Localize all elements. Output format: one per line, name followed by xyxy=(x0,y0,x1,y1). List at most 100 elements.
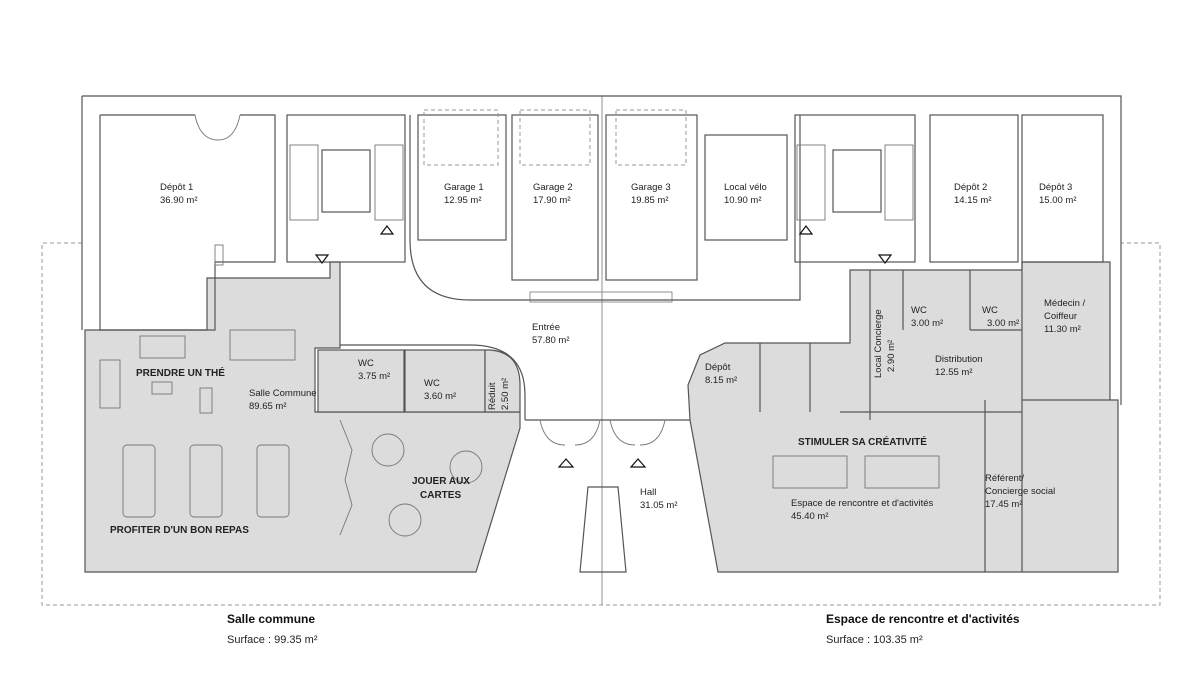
room-area: 15.00 m² xyxy=(1039,195,1077,206)
entrance-marker-icon xyxy=(798,225,814,235)
room-name: Garage 1 xyxy=(444,182,484,193)
room-name: WC xyxy=(982,305,998,316)
salle-commune-area xyxy=(84,261,521,573)
exit-marker-icon xyxy=(877,254,893,264)
wc-room-a xyxy=(317,349,405,413)
room-name: Garage 3 xyxy=(631,182,671,193)
activity-label: PROFITER D'UN BON REPAS xyxy=(110,525,249,536)
room-name: Hall xyxy=(640,487,656,498)
armchair xyxy=(199,387,213,414)
entrance-doors xyxy=(539,419,666,446)
garage1-room xyxy=(417,114,507,241)
work-table xyxy=(772,455,848,489)
wc-room-b xyxy=(404,349,486,413)
activity-label: PRENDRE UN THÉ xyxy=(136,366,225,379)
room-name: WC xyxy=(911,305,927,316)
reduit-room xyxy=(484,349,521,413)
activity-label: JOUER AUX xyxy=(412,476,470,487)
room-area: 89.65 m² xyxy=(249,401,287,412)
stairs-icon xyxy=(289,144,319,221)
dining-table xyxy=(122,444,156,518)
depot2-room xyxy=(929,114,1019,263)
grille xyxy=(529,291,673,303)
work-table xyxy=(864,455,940,489)
ramp xyxy=(579,486,627,573)
room-area: 3.00 m² xyxy=(911,318,943,329)
entrance-marker-icon xyxy=(629,458,647,468)
stair-core-right xyxy=(794,114,916,263)
legend-right-surface: Surface : 103.35 m² xyxy=(826,634,923,646)
outer-wall xyxy=(82,95,1122,405)
elevator-icon xyxy=(321,149,371,213)
legend-left-surface: Surface : 99.35 m² xyxy=(227,634,318,646)
depot3-room xyxy=(1021,114,1104,263)
room-area: 36.90 m² xyxy=(160,195,198,206)
corridor-curve-left xyxy=(340,344,526,420)
stairs-icon xyxy=(796,144,826,221)
garage2-room xyxy=(511,114,599,281)
exit-marker-icon xyxy=(314,254,330,264)
room-name: Dépôt 1 xyxy=(160,182,193,193)
room-name: Dépôt 3 xyxy=(1039,182,1072,193)
column xyxy=(214,244,224,266)
room-name: Médecin / xyxy=(1044,298,1086,309)
corridor-curve xyxy=(409,115,801,301)
room-area: 45.40 m² xyxy=(791,511,829,522)
room-name: WC xyxy=(358,358,374,369)
room-area: 3.00 m² xyxy=(987,318,1019,329)
room-area: 12.55 m² xyxy=(935,367,973,378)
room-name: Référent/ xyxy=(985,473,1024,484)
garage-door-outline xyxy=(423,109,499,166)
local-velo-room xyxy=(704,134,788,241)
room-area: 10.90 m² xyxy=(724,195,762,206)
room-area: 3.75 m² xyxy=(358,371,390,382)
garage-door-outline xyxy=(615,109,687,166)
room-area: 31.05 m² xyxy=(640,500,678,511)
card-table xyxy=(388,503,422,537)
stairs-icon xyxy=(884,144,914,221)
room-area: 17.45 m² xyxy=(985,499,1023,510)
garage-door-outline xyxy=(519,109,591,166)
room-name: Réduit xyxy=(487,382,498,410)
kitchen-island xyxy=(229,329,296,361)
room-area: 17.90 m² xyxy=(533,195,571,206)
dining-table xyxy=(189,444,223,518)
entrance-marker-icon xyxy=(379,225,395,235)
room-name: Entrée xyxy=(532,322,560,333)
legend-left-title: Salle commune xyxy=(227,612,315,626)
room-name: Dépôt 2 xyxy=(954,182,987,193)
activity-label: STIMULER SA CRÉATIVITÉ xyxy=(798,435,927,448)
elevator-icon xyxy=(832,149,882,213)
room-area: 14.15 m² xyxy=(954,195,992,206)
room-area: 8.15 m² xyxy=(705,375,737,386)
door-swing xyxy=(194,114,241,141)
activity-label: CARTES xyxy=(420,490,461,501)
room-area: 11.30 m² xyxy=(1044,324,1081,335)
card-table xyxy=(449,450,483,484)
room-name: Local vélo xyxy=(724,182,767,193)
dining-table xyxy=(256,444,290,518)
stair-core-left xyxy=(286,114,406,263)
room-area: 19.85 m² xyxy=(631,195,669,206)
room-name: Dépôt xyxy=(705,362,731,373)
room-name: Concierge social xyxy=(985,486,1055,497)
sofa xyxy=(139,335,186,359)
card-table xyxy=(371,433,405,467)
room-name: Garage 2 xyxy=(533,182,573,193)
room-name: Distribution xyxy=(935,354,983,365)
room-area: 2.90 m² xyxy=(886,340,897,372)
coffee-table xyxy=(151,381,173,395)
room-name: Espace de rencontre et d'activités xyxy=(791,498,934,509)
stairs-icon xyxy=(374,144,404,221)
room-name: Salle Commune xyxy=(249,388,317,399)
folding-partition xyxy=(339,419,353,536)
entrance-marker-icon xyxy=(557,458,575,468)
room-name: Coiffeur xyxy=(1044,311,1077,322)
room-area: 3.60 m² xyxy=(424,391,456,402)
site-outline xyxy=(41,242,1161,606)
room-name: WC xyxy=(424,378,440,389)
sofa xyxy=(99,359,121,409)
room-name: Local Concierge xyxy=(873,309,884,378)
room-area: 57.80 m² xyxy=(532,335,570,346)
